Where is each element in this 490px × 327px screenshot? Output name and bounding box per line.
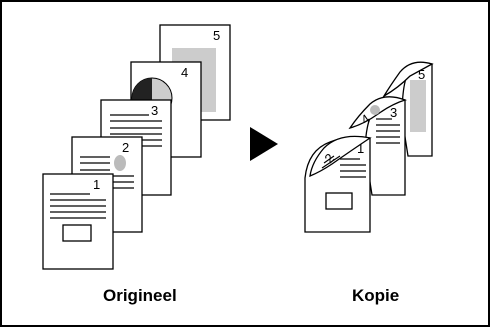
original-page-2-number: 2: [122, 140, 129, 155]
original-page-1-number: 1: [93, 177, 100, 192]
original-page-3-number: 3: [151, 103, 158, 118]
copy-sheet-5: 5: [382, 61, 434, 157]
original-page-4-number: 4: [181, 65, 188, 80]
original-page-1: 1: [42, 173, 114, 270]
copy-sheet-3: 3 4: [348, 96, 407, 196]
copy-page-5-number: 5: [418, 67, 425, 82]
copy-page-3-number: 3: [390, 105, 397, 120]
original-page-5-number: 5: [213, 28, 220, 43]
play-arrow-icon: [250, 127, 278, 161]
copy-sheet-1: 1 2: [304, 135, 372, 233]
copy-caption: Kopie: [352, 286, 400, 305]
copy-page-1-number: 1: [357, 141, 364, 156]
original-caption: Origineel: [103, 286, 177, 305]
